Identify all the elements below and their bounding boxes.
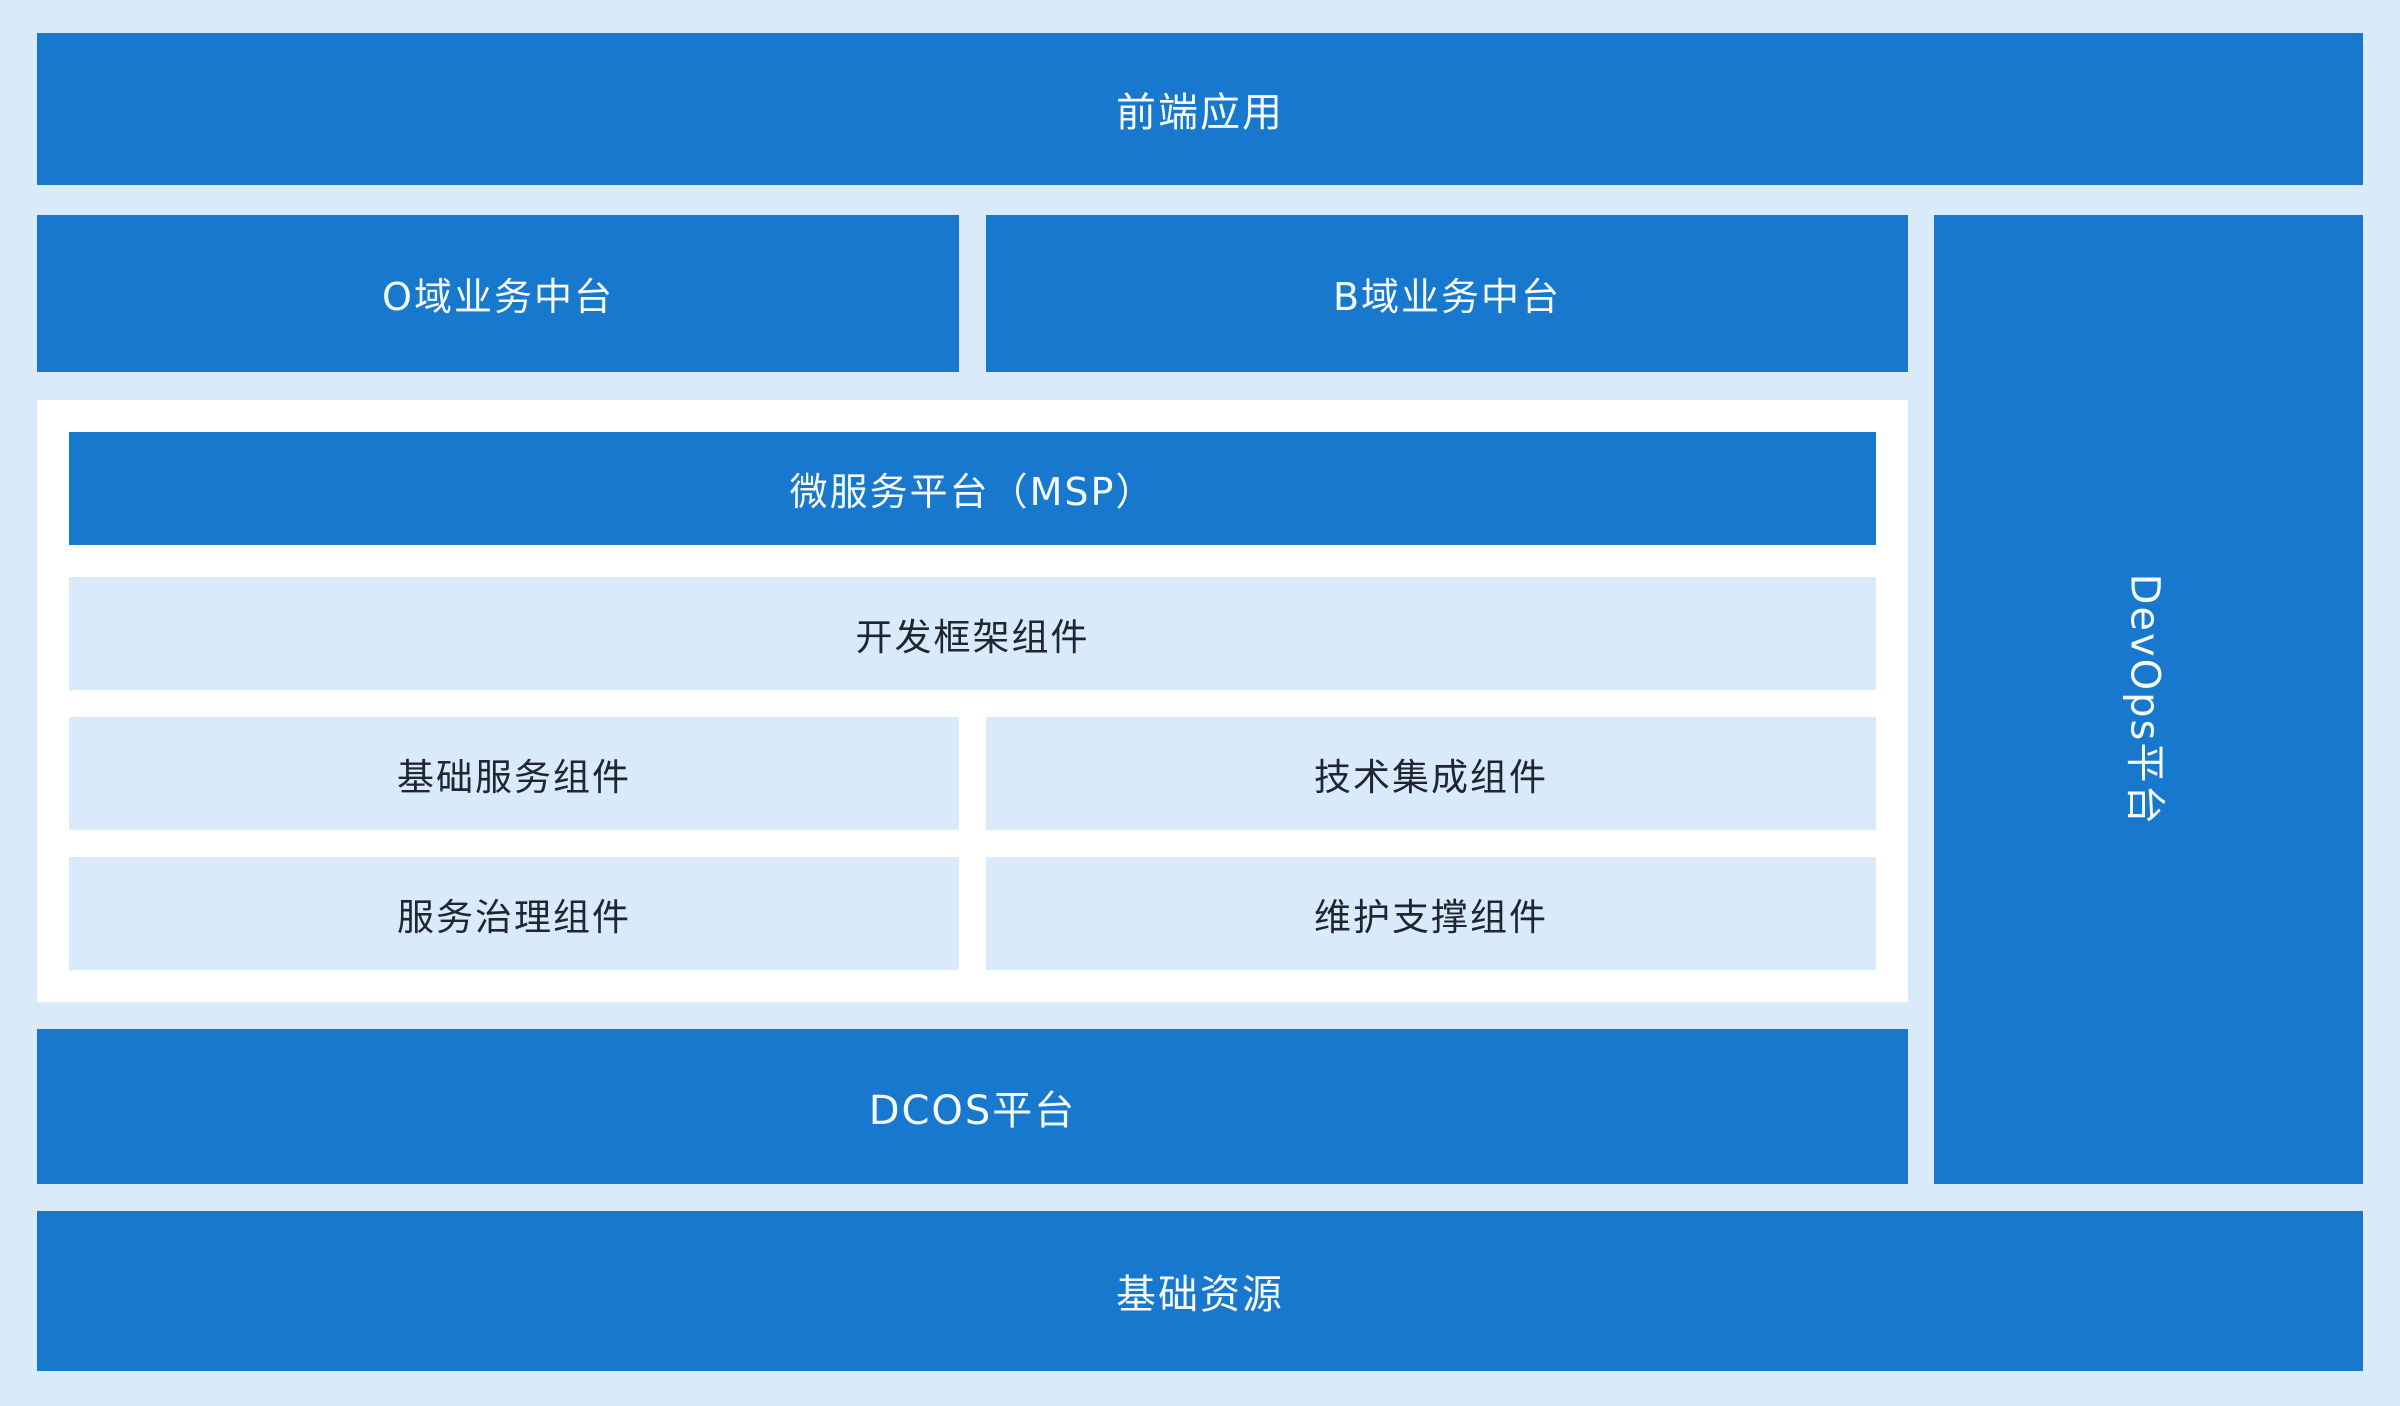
dcos-layer-label: DCOS平台 xyxy=(868,1087,1077,1134)
b-domain-label: B域业务中台 xyxy=(1332,275,1562,319)
msp-component-basic-services: 基础服务组件 xyxy=(69,717,959,830)
msp-component-maintenance-support: 维护支撑组件 xyxy=(986,857,1876,970)
msp-component-label: 维护支撑组件 xyxy=(1314,895,1548,939)
msp-component-row: 服务治理组件 维护支撑组件 xyxy=(69,857,1876,970)
msp-component-row: 基础服务组件 技术集成组件 xyxy=(69,717,1876,830)
msp-component-label: 技术集成组件 xyxy=(1314,755,1548,799)
msp-component-tech-integration: 技术集成组件 xyxy=(986,717,1876,830)
o-domain-box: O域业务中台 xyxy=(37,215,959,372)
msp-component-label: 服务治理组件 xyxy=(397,895,631,939)
msp-component-label: 基础服务组件 xyxy=(397,755,631,799)
middle-section: O域业务中台 B域业务中台 微服务平台（MSP） 开发框架组件 基础服务组件 xyxy=(37,215,2363,1184)
msp-component-dev-framework: 开发框架组件 xyxy=(69,577,1876,690)
msp-title-label: 微服务平台（MSP） xyxy=(789,470,1156,514)
msp-component-label: 开发框架组件 xyxy=(855,615,1090,659)
b-domain-box: B域业务中台 xyxy=(986,215,1908,372)
o-domain-label: O域业务中台 xyxy=(382,275,614,319)
domain-platform-row: O域业务中台 B域业务中台 xyxy=(37,215,1908,372)
resource-layer-box: 基础资源 xyxy=(37,1211,2363,1371)
devops-layer-label: DevOps平台 xyxy=(2121,573,2168,826)
frontend-layer-label: 前端应用 xyxy=(1116,90,1284,136)
msp-container: 微服务平台（MSP） 开发框架组件 基础服务组件 技术集成组件 服务治理组件 xyxy=(37,400,1908,1002)
frontend-layer-box: 前端应用 xyxy=(37,33,2363,185)
devops-layer-box: DevOps平台 xyxy=(1934,215,2363,1184)
msp-component-service-governance: 服务治理组件 xyxy=(69,857,959,970)
platform-column: O域业务中台 B域业务中台 微服务平台（MSP） 开发框架组件 基础服务组件 xyxy=(37,215,1908,1184)
dcos-layer-box: DCOS平台 xyxy=(37,1029,1908,1184)
msp-title-box: 微服务平台（MSP） xyxy=(69,432,1876,545)
resource-layer-label: 基础资源 xyxy=(1116,1272,1284,1318)
